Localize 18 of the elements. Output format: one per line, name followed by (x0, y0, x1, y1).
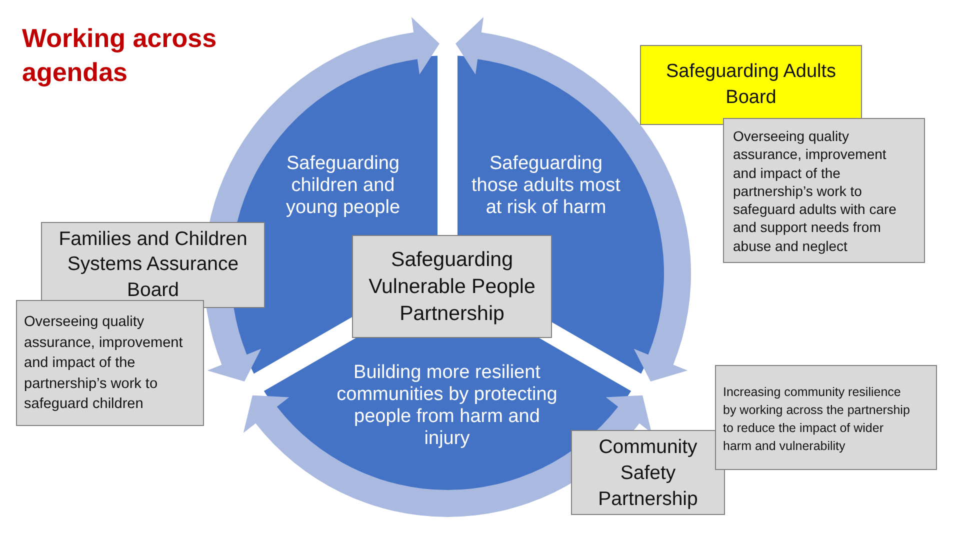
description-box (715, 365, 937, 470)
box-label: Families and Children Systems Assurance Board (58, 226, 248, 303)
board-box (571, 430, 725, 515)
sector-label: Safeguarding those adults most at risk of harm (470, 152, 622, 219)
board-box (352, 235, 552, 338)
sector-label: Safeguarding children and young people (284, 152, 402, 219)
box-label: Community Safety Partnership (597, 434, 699, 512)
description-text: Increasing community resilience by working across the partnership to reduce the impact of wider harm and vulnerability (723, 384, 911, 455)
title: Working across agendas (22, 22, 218, 89)
board-box (41, 222, 265, 308)
description-text: Overseeing quality assurance, improvement and impact of the partnership’s work to safeguard adults with care and support needs from abuse and neglect (733, 127, 898, 256)
box-label: Safeguarding Adults Board (664, 60, 838, 110)
description-box (16, 300, 204, 426)
description-box (723, 118, 925, 263)
sector-label: Building more resilient communities by protecting people from harm and injury (336, 362, 558, 450)
box-label: Safeguarding Vulnerable People Partnership (368, 247, 536, 328)
board-box (640, 45, 862, 125)
description-text: Overseeing quality assurance, improvement and impact of the partnership’s work to safeguard children (24, 313, 184, 414)
